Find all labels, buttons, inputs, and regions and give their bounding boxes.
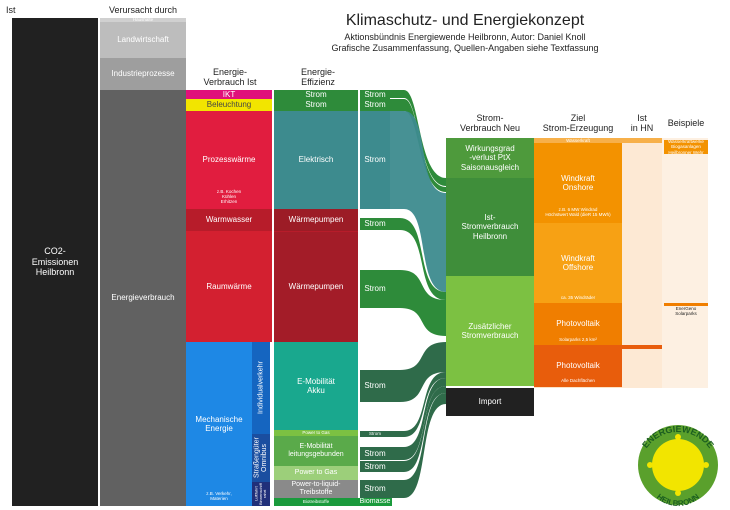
col5-strom-ptg: Strom <box>360 461 390 472</box>
pv2-note: Alle Dachflächen <box>561 378 595 383</box>
flow-raum-strom <box>390 270 446 336</box>
pv1-note: Solarparks 2,5 km² <box>559 337 597 342</box>
col5-strom-ptl: Strom <box>360 480 390 498</box>
ikt-block: IKT <box>186 90 272 99</box>
header-verursacht: Verursacht durch <box>108 5 178 15</box>
waermepumpen-1-block: Wärmepumpen <box>274 209 358 231</box>
pv2-block: Photovoltaik <box>534 345 622 387</box>
flow-small-strom <box>390 372 446 437</box>
strom-ikt-block: Strom <box>274 90 358 99</box>
col5-strom-leitung: Strom <box>360 447 390 460</box>
prozesswaerme-block: Prozesswärme <box>186 111 272 209</box>
col5-strom-ikt: Strom <box>360 90 390 99</box>
header-beispiele: Beispiele <box>667 118 705 128</box>
prozesswaerme-label: Prozesswärme <box>202 155 256 165</box>
flow-wp1-strom <box>390 218 446 300</box>
col5-strom-bel: Strom <box>360 99 390 111</box>
col5-strom-wp1: Strom <box>360 218 390 230</box>
warmwasser-block: Warmwasser <box>186 209 272 231</box>
strom-bel-block: Strom <box>274 99 358 111</box>
waermepumpen-2-block: Wärmepumpen <box>274 232 358 342</box>
col5-strom-akku: Strom <box>360 370 390 402</box>
ptg-block: Power to Gas <box>274 466 358 480</box>
beleuchtung-block: Beleuchtung <box>186 99 272 111</box>
wirkungsgrad-block: Wirkungsgrad -verlust PtX Saisonausgleic… <box>446 138 534 178</box>
prozesswaerme-note: z.B. Kochen Kühlen Erhitzen <box>216 189 242 204</box>
onshore-note: z.B. 6 MW Windrad Höchstwert Wald (dieR … <box>545 207 611 217</box>
mechanische-note: z.B. Verkehr, Materien <box>206 491 232 501</box>
flow-bel-strom <box>390 99 446 192</box>
subtitle-1: Aktionsbündnis Energiewende Heilbronn, A… <box>344 32 586 42</box>
landwirtschaft-block: Landwirtschaft <box>100 22 186 58</box>
beispiel-solar-bar <box>664 303 708 306</box>
col5-strom-elektrisch: Strom <box>360 111 390 209</box>
beispiel-wasser: Wasserkraftwerke Biogasanlagen Heilbronn… <box>664 140 708 154</box>
elektrisch-block: Elektrisch <box>274 111 358 209</box>
flow-ptl-strom <box>390 393 446 498</box>
header-ziel: Ziel Strom-Erzeugung <box>542 113 614 133</box>
strassengueter-block: Straßengüter Omnibus <box>252 434 270 482</box>
haushalte-block: Haushalte <box>100 18 186 22</box>
biotreibstoffe-block: Biotreibstoffe <box>274 498 358 506</box>
emobil-leitung-block: E-Mobilität leitungsgebunden <box>274 436 358 466</box>
page-title: Klimaschutz- und Energiekonzept <box>345 12 585 29</box>
flow-akku-strom <box>390 342 446 402</box>
import-block: Import <box>446 388 534 416</box>
header-ist-hn: Ist in HN <box>630 113 654 133</box>
header-verbrauch-ist: Energie- Verbrauch Ist <box>203 67 257 87</box>
header-strom-neu: Strom- Verbrauch Neu <box>459 113 521 133</box>
flow-ptg-strom <box>390 386 446 472</box>
offshore-block: Windkraft Offshore <box>534 223 622 303</box>
col5-biomasse: Biomasse <box>358 498 392 506</box>
ist-strom-block: Ist- Stromverbrauch Heilbronn <box>446 178 534 276</box>
flow-leit-strom <box>390 378 446 460</box>
header-ist: Ist <box>6 5 16 15</box>
flow-beispiel-band <box>662 138 708 388</box>
header-effizienz: Energie- Effizienz <box>300 67 336 87</box>
ist-hn-pv <box>622 345 662 349</box>
luftfahrt-block: Luftfahrt Binnenschiff rahrt <box>252 482 270 506</box>
emobil-akku-block: E-Mobilität Akku <box>274 342 358 430</box>
wasserkraft-block: Wasserkraft <box>534 138 622 143</box>
subtitle-2: Grafische Zusammenfassung, Quellen-Angab… <box>331 43 599 53</box>
ptl-block: Power-to-liquid- Treibstoffe <box>274 480 358 498</box>
energieverbrauch-block: Energieverbrauch <box>100 90 186 506</box>
col5-strom-raum: Strom <box>360 270 390 308</box>
onshore-block: Windkraft Onshore <box>534 143 622 223</box>
individualverkehr-block: Individualverkehr <box>252 342 270 434</box>
flow-ist-band <box>622 138 662 388</box>
co2-emissions-block: CO2- Emissionen Heilbronn <box>12 18 98 506</box>
raumwaerme-block: Raumwärme <box>186 231 272 342</box>
offshore-note: ca. 35 Windräder <box>560 295 596 300</box>
zusaetzlich-block: Zusätzlicher Stromverbrauch <box>446 276 534 386</box>
flow-elek-strom <box>390 111 446 292</box>
industrie-block: Industrieprozesse <box>100 58 186 90</box>
col5-strom-small: Strom <box>360 431 390 437</box>
mechanische-block: Mechanische Energie <box>186 342 252 506</box>
beispiel-solarparks: EnerGeno Solarparks <box>675 306 697 316</box>
ist-hn-wasser <box>622 138 662 143</box>
pv1-block: Photovoltaik <box>534 303 622 345</box>
ptg-small-block: Power to Gas <box>274 430 358 436</box>
